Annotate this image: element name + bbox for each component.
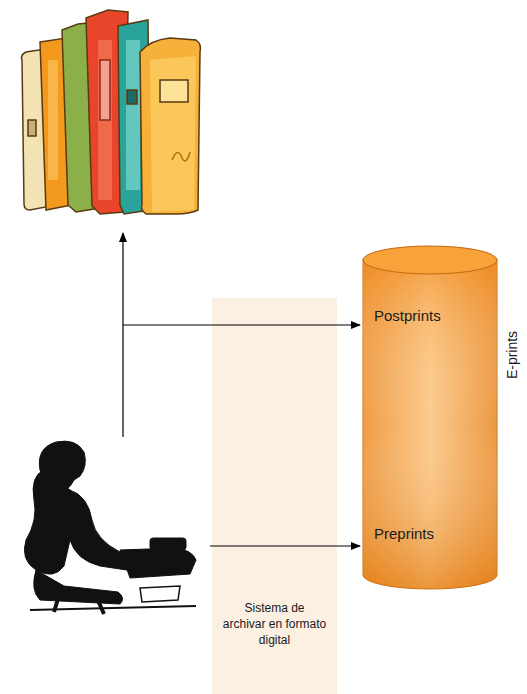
node-label: Sistema de archivar en formato digital — [222, 600, 327, 648]
cylinder-body — [363, 259, 497, 589]
archive-band: Sistema de archivar en formato digital — [212, 298, 337, 694]
band-ground — [212, 298, 337, 694]
eprints-cylinder: PostprintsPreprintsE-prints — [362, 245, 498, 590]
books-icon — [22, 10, 201, 214]
cylinder-top — [363, 246, 497, 274]
node-label: Preprints — [374, 525, 434, 542]
arrow-line — [210, 545, 360, 546]
cylinder-shade — [363, 259, 497, 589]
side-label: E-prints — [504, 331, 520, 379]
node-label: Postprints — [374, 307, 441, 324]
arrow-line — [122, 233, 123, 437]
arrow-line — [123, 324, 360, 325]
person-icon — [24, 441, 196, 614]
